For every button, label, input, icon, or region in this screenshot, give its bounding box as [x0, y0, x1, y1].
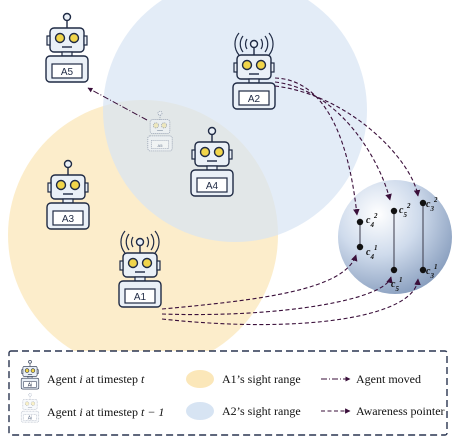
- agent-a4-label: A4: [206, 181, 219, 192]
- svg-text:Ai: Ai: [28, 416, 32, 422]
- a2-sight-range: [103, 0, 367, 242]
- agent-a2-label: A2: [248, 94, 261, 105]
- agent-a5-previous-label: A5: [158, 143, 164, 148]
- memory-node-c3-1: c31: [419, 263, 437, 280]
- legend-agent-prev-text: Agent i at timestep t − 1: [47, 405, 164, 419]
- svg-text:c31: c31: [426, 263, 437, 280]
- legend-agent-now-icon: Ai: [20, 360, 40, 390]
- svg-text:c51: c51: [391, 276, 402, 293]
- agent-a3: A3: [46, 159, 90, 230]
- memory-node-c4-1: c41: [356, 243, 377, 261]
- svg-text:Ai: Ai: [28, 383, 32, 389]
- legend: Ai Agent i at timestep t Ai Agent i at t…: [8, 350, 448, 436]
- agent-a3-label: A3: [62, 214, 75, 225]
- svg-text:c32: c32: [426, 196, 438, 213]
- agent-a5-previous: A5: [147, 110, 173, 152]
- agent-a5: A5: [45, 12, 89, 83]
- svg-text:c41: c41: [366, 244, 377, 261]
- agent-a1: A1: [118, 230, 162, 308]
- agent-a1-label: A1: [134, 292, 147, 303]
- legend-moved-text: Agent moved: [356, 372, 421, 386]
- a2-awareness-pointers: [274, 77, 421, 216]
- agent-moved-arrow: [87, 87, 148, 121]
- memory-node-c5-1: c51: [390, 266, 402, 293]
- legend-a2-range-text: A2’s sight range: [222, 404, 301, 418]
- memory-node-c5-2: c52: [390, 202, 411, 219]
- svg-text:c52: c52: [399, 202, 411, 219]
- agent-a4: A4: [190, 126, 234, 197]
- memory-node-c4-2: c42: [356, 212, 378, 229]
- legend-a2-range-swatch: [186, 402, 214, 420]
- legend-a1-range-swatch: [186, 370, 214, 388]
- legend-pointer-text: Awareness pointer: [356, 404, 445, 418]
- a1-awareness-pointers: [161, 254, 421, 326]
- svg-text:c42: c42: [366, 212, 378, 229]
- legend-a1-range-text: A1’s sight range: [222, 372, 301, 386]
- memory-node-c3-2: c32: [419, 196, 438, 213]
- agent-a5-label: A5: [61, 67, 74, 78]
- legend-agent-prev-icon: Ai: [20, 393, 40, 423]
- legend-agent-now-text: Agent i at timestep t: [47, 372, 145, 386]
- agent-a2: A2: [232, 32, 276, 110]
